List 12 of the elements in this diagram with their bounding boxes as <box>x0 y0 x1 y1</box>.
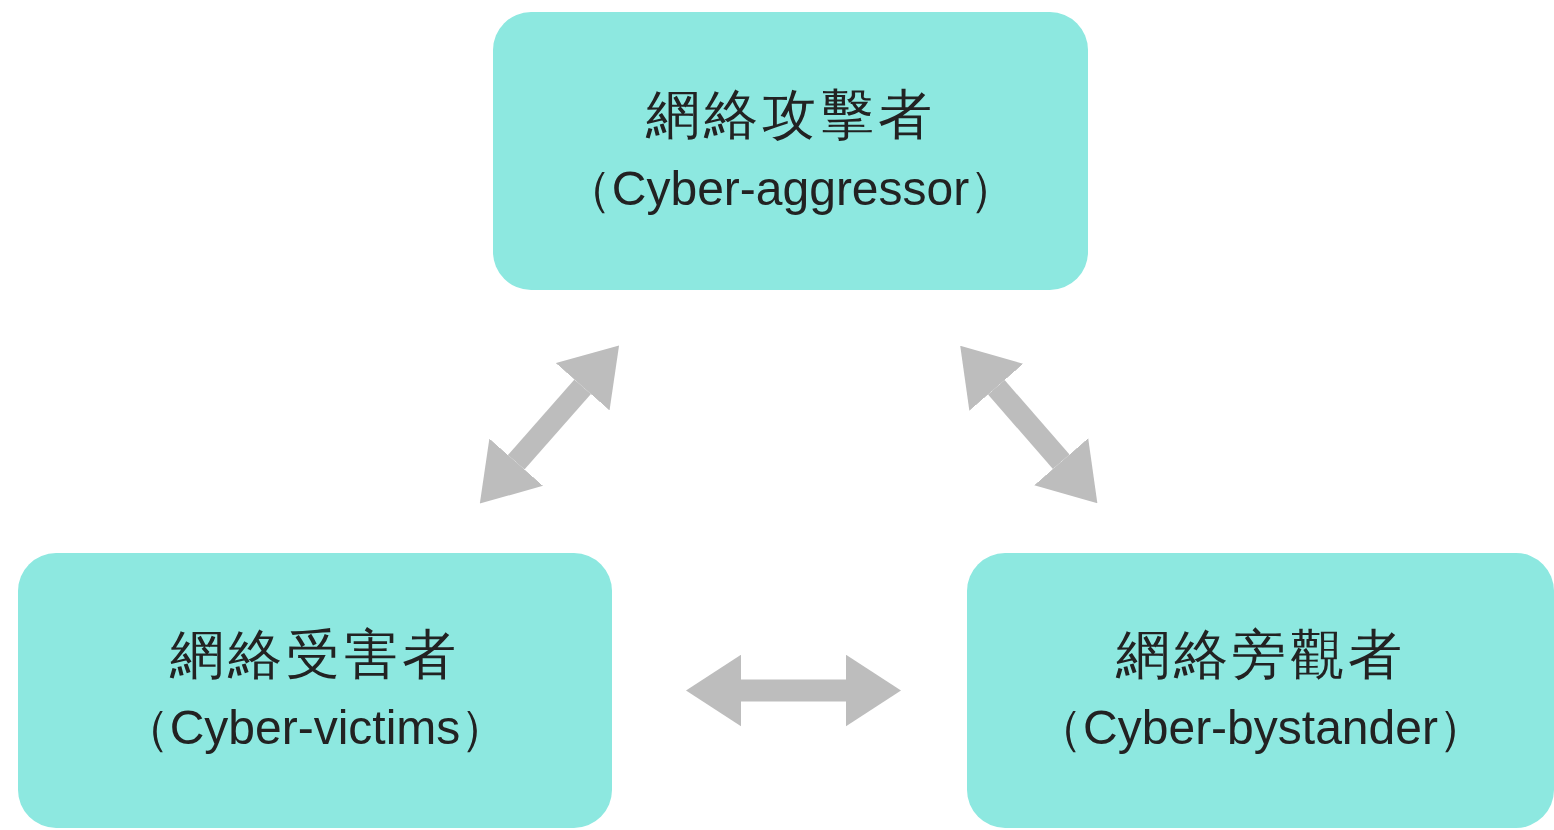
role-box <box>493 12 1088 290</box>
role-subtitle: （Cyber-bystander） <box>1035 700 1486 757</box>
role-subtitle: （Cyber-aggressor） <box>563 160 1018 217</box>
double-arrow <box>960 345 1098 504</box>
role-title: 網絡攻擊者 <box>645 83 936 147</box>
double-arrow <box>686 654 901 727</box>
role-title: 網絡受害者 <box>170 622 460 686</box>
role-title: 網絡旁觀者 <box>1115 622 1406 686</box>
role-box <box>18 553 612 828</box>
role-subtitle: （Cyber-victims） <box>121 700 509 757</box>
role-box <box>967 553 1554 828</box>
double-arrow <box>479 345 620 504</box>
